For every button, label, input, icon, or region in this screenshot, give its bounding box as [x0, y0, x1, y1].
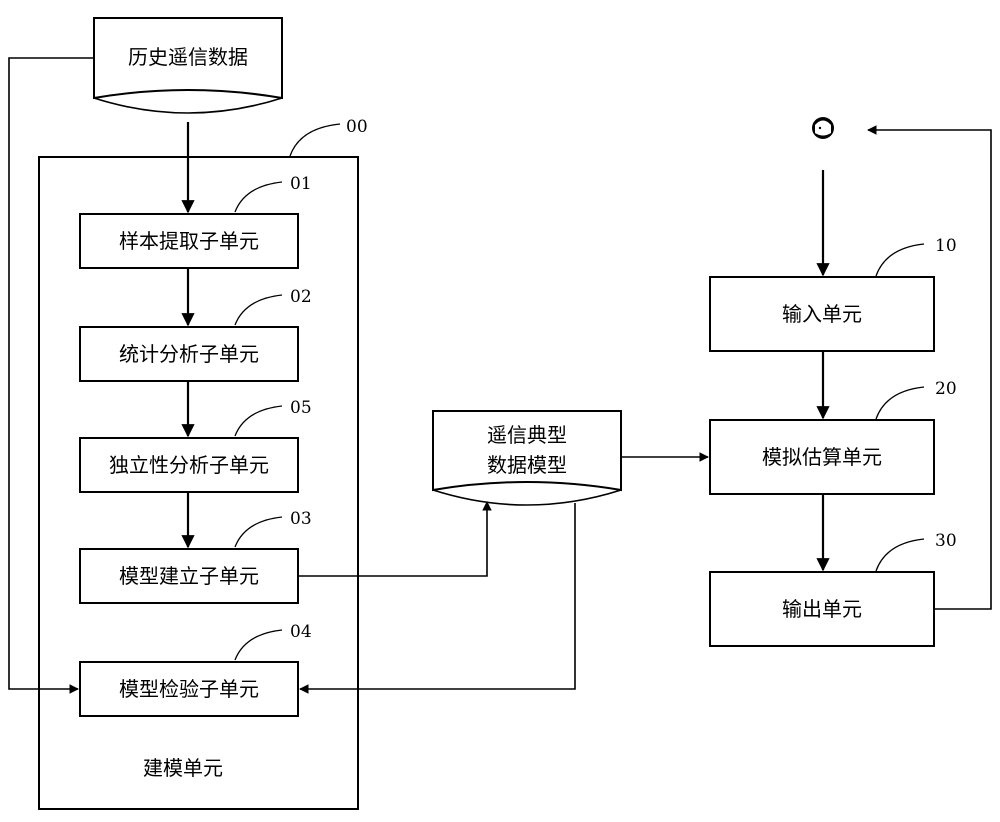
model-building-ref: 03: [290, 509, 312, 529]
output-unit-ref: 30: [935, 531, 957, 551]
independence-analysis-label: 独立性分析子单元: [109, 453, 269, 477]
input-unit-label: 输入单元: [782, 302, 862, 326]
statistical-analysis-ref: 02: [290, 287, 312, 307]
sample-extraction-label: 样本提取子单元: [119, 229, 259, 253]
model-verification-ref: 04: [290, 622, 312, 642]
model-verification-label: 模型检验子单元: [119, 677, 259, 701]
modeling-unit-ref-leader: [289, 123, 341, 157]
historical-data-store: [93, 17, 283, 100]
model-verification-ref-leader: [234, 629, 283, 661]
independence-analysis-ref-leader: [234, 405, 283, 437]
output-unit-ref-leader: [875, 538, 925, 572]
arrow-model-to-verification: [299, 503, 576, 694]
statistical-analysis-ref-leader: [234, 294, 283, 326]
arrow-history-to-verification: [8, 57, 94, 694]
model-building-label: 模型建立子单元: [119, 564, 259, 588]
simulation-estimation-unit: [709, 419, 935, 495]
modeling-unit-label: 建模单元: [143, 756, 223, 780]
historical-data-label: 历史遥信数据: [128, 45, 248, 69]
output-unit-label: 输出单元: [782, 597, 862, 621]
model-building-ref-leader: [234, 516, 283, 548]
independence-analysis-ref: 05: [290, 398, 312, 418]
output-unit: [709, 571, 935, 647]
typical-model-store: [432, 410, 622, 492]
sample-extraction-ref-leader: [234, 181, 283, 213]
model-verification-subunit: [79, 661, 299, 717]
model-building-subunit: [79, 548, 299, 604]
simulation-estimation-ref: 20: [935, 379, 957, 399]
typical-model-line1: 遥信典型: [487, 423, 567, 447]
user-icon: [812, 117, 834, 139]
arrow-output-to-user: [867, 125, 992, 610]
statistical-analysis-label: 统计分析子单元: [119, 342, 259, 366]
historical-data-store-base: [93, 97, 283, 114]
simulation-estimation-label: 模拟估算单元: [762, 445, 882, 469]
typical-model-line2: 数据模型: [487, 453, 567, 477]
typical-model-store-base: [432, 489, 622, 506]
input-unit-ref-leader: [875, 243, 925, 277]
input-unit: [709, 276, 935, 352]
arrow-building-to-model: [298, 501, 492, 577]
sample-extraction-ref: 01: [290, 174, 312, 194]
simulation-estimation-ref-leader: [875, 386, 925, 420]
input-unit-ref: 10: [935, 236, 957, 256]
modeling-unit-ref: 00: [346, 117, 368, 137]
